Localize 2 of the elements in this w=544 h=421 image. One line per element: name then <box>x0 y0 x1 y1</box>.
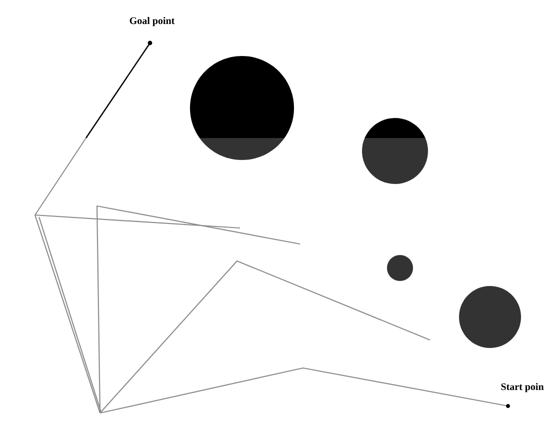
point-label: Goal point <box>130 17 175 26</box>
point-label: Start poin <box>501 383 544 392</box>
